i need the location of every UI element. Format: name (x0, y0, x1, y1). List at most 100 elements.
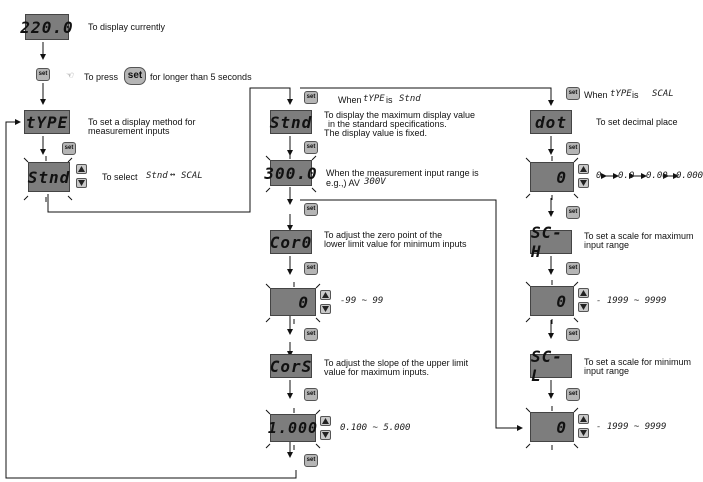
type-desc-line1: To set a display method for (88, 117, 196, 127)
hand-icon: ☜ (66, 70, 75, 80)
scl-desc-line2: input range (584, 366, 630, 376)
dot-option-4: 0.000 (676, 171, 703, 181)
range-desc-value: 300V (364, 177, 386, 187)
arrow-down-icon (78, 180, 85, 186)
set-button[interactable]: set (566, 262, 580, 275)
when-stnd-value: Stnd (399, 94, 421, 104)
down-arrow-button[interactable] (76, 178, 87, 188)
scl-display-value: SC-L (531, 347, 563, 385)
set-button[interactable]: set (304, 454, 318, 467)
set-button[interactable]: set (304, 203, 318, 216)
cor0-display-value: Cor0 (269, 232, 313, 252)
arrow-down-icon (580, 430, 587, 436)
stnd-desc-line3: The display value is fixed. (324, 128, 428, 138)
up-arrow-button[interactable] (320, 290, 331, 300)
set-button[interactable]: set (566, 388, 580, 401)
stnd-select-display-value: Stnd (27, 167, 71, 187)
range-desc-line2: e.g.,) AV (326, 178, 360, 188)
when-scal-prefix: When (584, 90, 608, 100)
dot-value: 0 (556, 167, 567, 187)
set-button[interactable]: set (566, 328, 580, 341)
sch-display-value: SC-H (531, 223, 563, 261)
arrow-up-icon (580, 166, 587, 172)
down-arrow-button[interactable] (320, 304, 331, 314)
zero-value-display: 0 (270, 288, 316, 316)
type-display-value: tYPE (25, 112, 69, 132)
scl-value-display: 0 (530, 412, 574, 442)
slope-value: 1.000 (267, 419, 319, 437)
down-arrow-button[interactable] (578, 178, 589, 188)
up-arrow-button[interactable] (320, 416, 331, 426)
slope-value-display: 1.000 (267, 414, 319, 442)
select-option-a: Stnd (146, 171, 168, 181)
range-desc-line1: When the measurement input range is (326, 168, 479, 178)
down-arrow-button[interactable] (320, 430, 331, 440)
scl-value: 0 (556, 417, 567, 437)
when-stnd-type: tYPE (363, 94, 385, 104)
set-button[interactable]: set (304, 141, 318, 154)
select-option-b: SCAL (181, 171, 203, 181)
type-display: tYPE (24, 110, 70, 134)
down-arrow-button[interactable] (578, 302, 589, 312)
set-button[interactable]: set (304, 328, 318, 341)
set-button[interactable]: set (304, 262, 318, 275)
down-arrow-button[interactable] (578, 428, 589, 438)
dot-option-2: 0.0 (618, 171, 635, 181)
range-display: 300.0 (264, 160, 317, 186)
arrow-down-icon (322, 432, 329, 438)
stnd-desc-line1: To display the maximum display value (324, 110, 476, 120)
sch-value-display: 0 (530, 286, 574, 316)
range-display-value: 300.0 (264, 163, 318, 183)
set-button[interactable]: set (304, 91, 318, 104)
up-arrow-button[interactable] (578, 288, 589, 298)
set-button[interactable]: set (566, 87, 580, 100)
up-arrow-button[interactable] (578, 414, 589, 424)
stnd-display: Stnd (270, 110, 312, 134)
scl-range: - 1999 ~ 9999 (596, 422, 667, 432)
sch-display: SC-H (530, 223, 572, 261)
arrow-up-icon (322, 292, 329, 298)
sch-range: - 1999 ~ 9999 (596, 296, 667, 306)
current-display: 220.0 (20, 14, 73, 40)
up-arrow-button[interactable] (578, 164, 589, 174)
zero-range: -99 ~ 99 (340, 296, 384, 306)
stnd-desc-line2: in the standard specifications. (328, 119, 447, 129)
dot-desc: To set decimal place (596, 117, 678, 127)
dot-option-3: 0.00 (646, 171, 668, 181)
cors-display: CorS (270, 354, 312, 378)
sch-value: 0 (556, 291, 567, 311)
when-stnd-is: is (386, 95, 393, 105)
dot-display-value: dot (535, 112, 567, 132)
arrow-down-icon (322, 306, 329, 312)
set-button[interactable]: set (566, 142, 580, 155)
arrow-down-icon (580, 304, 587, 310)
arrow-up-icon (322, 418, 329, 424)
cor0-display: Cor0 (270, 230, 312, 254)
set-button[interactable]: set (36, 68, 50, 81)
scl-display: SC-L (530, 347, 572, 385)
set-button[interactable]: set (62, 142, 76, 155)
scl-desc-line1: To set a scale for minimum (584, 357, 692, 367)
dot-display: dot (530, 110, 572, 134)
double-arrow-icon: ↔ (170, 170, 176, 180)
display-currently-label: To display currently (88, 22, 166, 32)
cors-display-value: CorS (269, 356, 313, 376)
when-stnd-prefix: When (338, 95, 362, 105)
set-button[interactable]: set (566, 206, 580, 219)
set-button[interactable]: set (304, 388, 318, 401)
sch-desc-line2: input range (584, 240, 630, 250)
arrow-up-icon (580, 416, 587, 422)
type-desc-line2: measurement inputs (88, 126, 170, 136)
current-display-value: 220.0 (20, 17, 74, 37)
cors-desc-line2: value for maximum inputs. (324, 367, 430, 377)
set-button-large[interactable]: set (124, 67, 146, 85)
zero-value: 0 (298, 292, 309, 312)
when-scal-value: SCAL (652, 89, 674, 99)
to-select-label: To select (102, 172, 138, 182)
longer-label: for longer than 5 seconds (150, 72, 252, 82)
up-arrow-button[interactable] (76, 164, 87, 174)
slope-range: 0.100 ~ 5.000 (340, 423, 411, 433)
stnd-select-display: Stnd (28, 162, 70, 192)
sch-desc-line1: To set a scale for maximum (584, 231, 694, 241)
